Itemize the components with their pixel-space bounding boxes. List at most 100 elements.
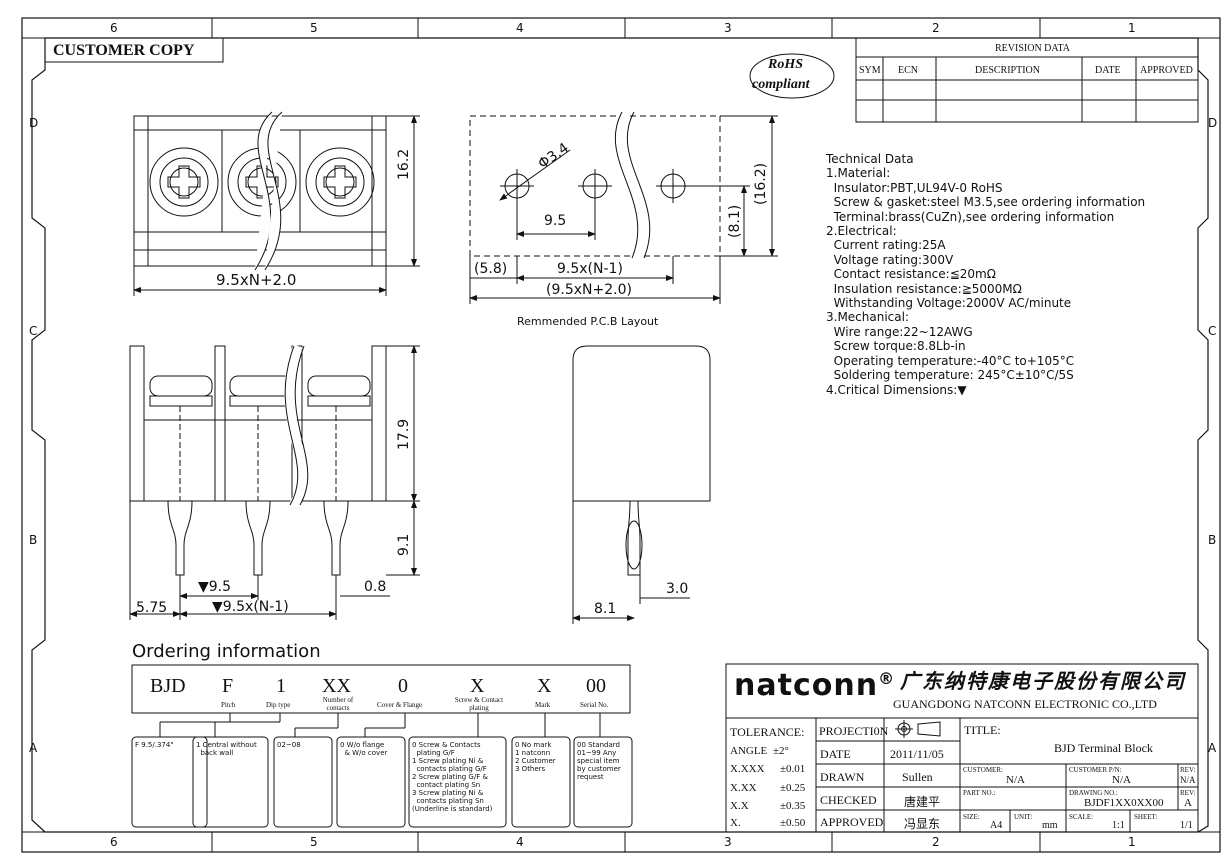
customer-value: N/A — [1006, 774, 1025, 786]
tol-int-value: ±0.50 — [780, 817, 806, 829]
drawn-value: Sullen — [902, 770, 933, 784]
rev-label-1: REV: — [1180, 766, 1196, 774]
outer-border — [21, 17, 1221, 853]
ordering-lines — [131, 664, 633, 828]
order-box-contacts: 02~08 — [277, 741, 301, 749]
approved-label: APPROVED — [820, 815, 884, 829]
revision-header-description: DESCRIPTION — [975, 65, 1041, 76]
approved-value: 冯显东 — [904, 817, 941, 831]
tol-int-label: X. — [730, 817, 741, 829]
tol-angle-label: ANGLE — [730, 745, 768, 757]
zone-bottom-5: 5 — [310, 835, 318, 849]
ordering-title: Ordering information — [132, 641, 321, 662]
title-label: TITLE: — [964, 723, 1001, 737]
order-code-series: BJD — [150, 675, 186, 697]
size-value: A4 — [990, 820, 1003, 831]
date-label: DATE — [820, 747, 851, 761]
checked-label: CHECKED — [820, 793, 877, 807]
tech-line: Contact resistance:≦20mΩ — [826, 267, 996, 282]
order-label-mark: Mark — [535, 701, 551, 709]
zone-left-A: A — [29, 741, 38, 755]
scale-label: SCALE: — [1069, 813, 1094, 821]
tech-line: Technical Data — [826, 152, 914, 166]
order-code-mark: X — [537, 675, 552, 697]
side-view — [572, 345, 711, 624]
tech-line: 3.Mechanical: — [826, 310, 910, 325]
order-box-serial: 00 Standard 01~99 Any special item by cu… — [577, 741, 621, 781]
order-box-mark: 0 No mark 1 natconn 2 Customer 3 Others — [515, 741, 556, 773]
zone-right-B: B — [1208, 533, 1217, 547]
tol-x-value: ±0.35 — [780, 800, 806, 812]
tech-line: Wire range:22~12AWG — [826, 324, 973, 339]
order-label-pitch: Pitch — [221, 701, 236, 709]
customer-copy-stamp: CUSTOMER COPY — [53, 42, 195, 59]
zone-left-B: B — [29, 533, 38, 547]
pcb-layout-view — [469, 109, 778, 304]
zone-left-D: D — [29, 116, 39, 130]
part-no-label: PART NO.: — [963, 789, 996, 797]
order-code-cover: 0 — [398, 675, 408, 697]
rev-label-2: REV: — [1180, 789, 1196, 797]
tech-line: 2.Electrical: — [826, 224, 897, 239]
projection-label: PROJECTI0N — [819, 724, 889, 738]
rev-value-2: A — [1184, 797, 1192, 809]
drawing-no-label: DRAWING NO.: — [1069, 789, 1118, 797]
revision-title: REVISION DATA — [995, 43, 1071, 54]
company-name-en: GUANGDONG NATCONN ELECTRONIC CO.,LTD — [893, 697, 1157, 711]
order-label-plating: Screw & Contact plating — [454, 696, 504, 712]
order-code-plating: X — [470, 675, 485, 697]
title-value: BJD Terminal Block — [1054, 741, 1153, 755]
dim-pcb-edge: (5.8) — [474, 261, 508, 277]
tech-line: Withstanding Voltage:2000V AC/minute — [826, 296, 1072, 311]
zone-bottom-1: 1 — [1128, 835, 1136, 849]
dim-pcb-half-height: (8.1) — [727, 204, 743, 238]
zone-bottom-6: 6 — [110, 835, 118, 849]
dim-side-pin: 3.0 — [666, 581, 689, 597]
zone-top-2: 2 — [932, 21, 940, 35]
tech-line: Screw & gasket:steel M3.5,see ordering i… — [826, 195, 1146, 210]
revision-header-approved: APPROVED — [1140, 65, 1193, 76]
size-label: SIZE: — [963, 813, 980, 821]
dim-side-width: 8.1 — [594, 601, 617, 617]
tech-line: Screw torque:8.8Lb-in — [826, 339, 966, 354]
zone-right-C: C — [1208, 324, 1217, 338]
order-label-dip: Dip type — [266, 701, 291, 709]
rohs-compliant-label: compliant — [752, 77, 810, 92]
tech-line: 4.Critical Dimensions:▼ — [826, 382, 967, 397]
drawn-label: DRAWN — [820, 770, 865, 784]
dim-front-pitch: ▼9.5 — [198, 579, 232, 595]
order-box-dip: 1 Central without back wall — [196, 741, 257, 757]
revision-header-ecn: ECN — [898, 65, 918, 76]
tol-angle-value: ±2° — [773, 745, 789, 757]
company-name-cn: 广东纳特康电子股份有限公司 — [900, 671, 1186, 693]
customer-pn-value: N/A — [1112, 774, 1131, 786]
pcb-caption: Remmended P.C.B Layout — [517, 315, 659, 328]
dim-front-n1: ▼9.5x(N-1) — [212, 599, 289, 615]
rohs-label: RoHS — [768, 57, 804, 72]
zone-top-6: 6 — [110, 21, 118, 35]
dim-top-width: 9.5xN+2.0 — [216, 271, 297, 289]
dim-pcb-total: (9.5xN+2.0) — [546, 282, 632, 298]
revision-header-date: DATE — [1095, 65, 1121, 76]
revision-header-sym: SYM — [859, 65, 881, 76]
zone-top-1: 1 — [1128, 21, 1136, 35]
order-box-cover: 0 W/o flange & W/o cover — [340, 741, 388, 757]
dim-front-pin-height: 9.1 — [396, 533, 412, 556]
customer-pn-label: CUSTOMER P/N: — [1069, 766, 1122, 774]
zone-bottom-2: 2 — [932, 835, 940, 849]
checked-value: 唐建平 — [904, 795, 941, 809]
order-label-cover: Cover & Flange — [377, 701, 423, 709]
dim-pcb-height: (16.2) — [753, 162, 769, 205]
tol-x-label: X.X — [730, 800, 749, 812]
unit-label: UNIT: — [1014, 813, 1033, 821]
tech-line: Insulator:PBT,UL94V-0 RoHS — [826, 180, 1003, 195]
order-label-serial: Serial No. — [580, 701, 609, 709]
title-block-lines — [725, 663, 1199, 833]
tech-line: Insulation resistance:≧5000MΩ — [826, 281, 1022, 296]
customer-label: CUSTOMER: — [963, 766, 1003, 774]
unit-value: mm — [1042, 820, 1058, 831]
date-value: 2011/11/05 — [890, 747, 944, 761]
zone-bottom-3: 3 — [724, 835, 732, 849]
